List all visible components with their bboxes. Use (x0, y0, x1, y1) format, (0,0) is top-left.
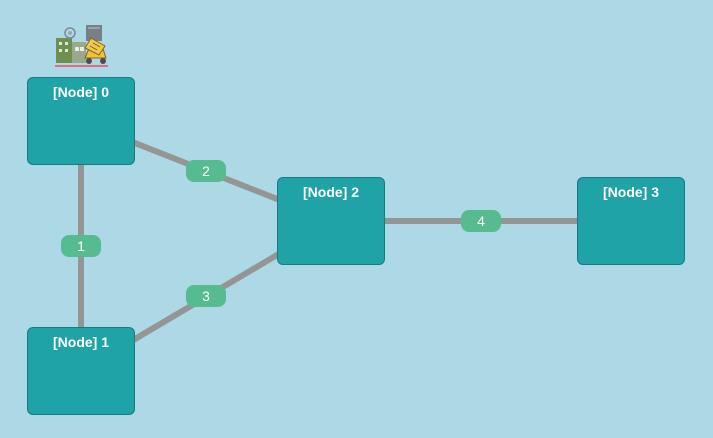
edge-label-4: 4 (461, 210, 501, 232)
node-0[interactable]: [Node] 0 (27, 77, 135, 165)
node-3[interactable]: [Node] 3 (577, 177, 685, 265)
node-label: [Node] 0 (53, 84, 109, 100)
edge-label-1: 1 (61, 235, 101, 257)
node-2[interactable]: [Node] 2 (277, 177, 385, 265)
edge-label-3: 3 (186, 285, 226, 307)
edge-label-2: 2 (186, 160, 226, 182)
factory-icon (55, 25, 108, 67)
node-label: [Node] 3 (603, 184, 659, 200)
node-label: [Node] 1 (53, 334, 109, 350)
node-label: [Node] 2 (303, 184, 359, 200)
node-1[interactable]: [Node] 1 (27, 327, 135, 415)
